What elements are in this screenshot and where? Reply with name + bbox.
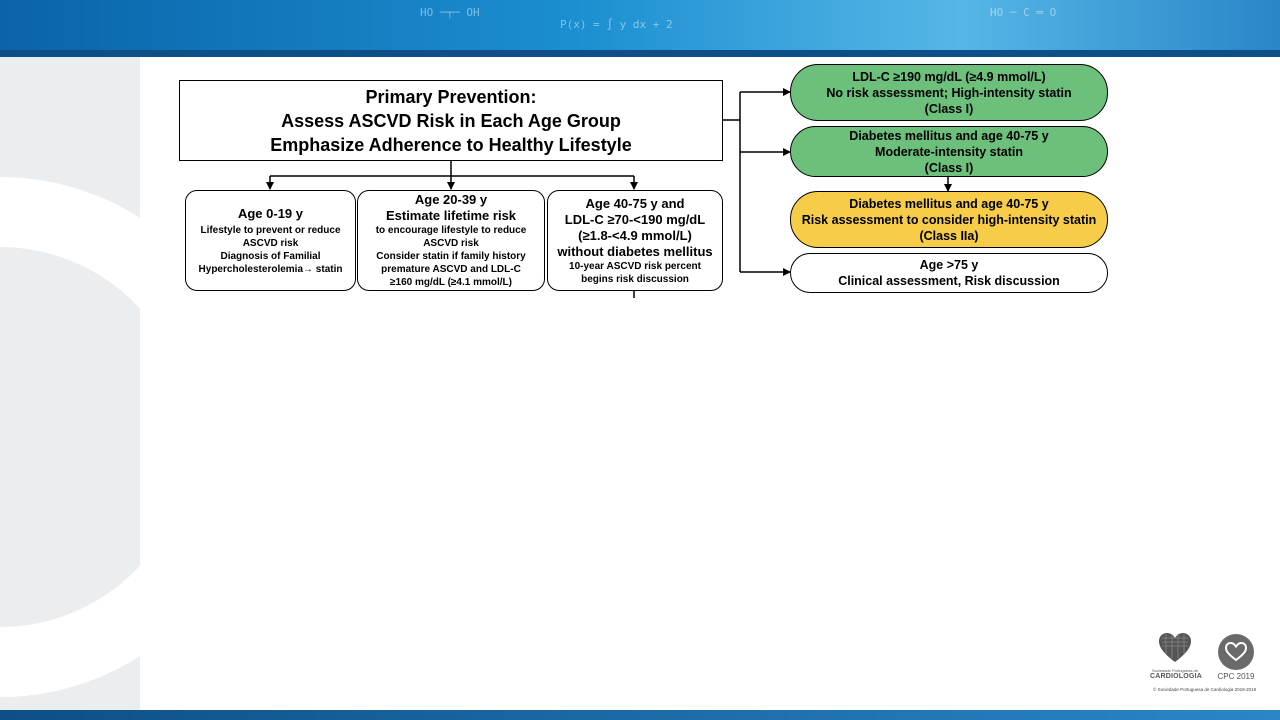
top-banner: HO ─┬─ OH P(x) = ∫ y dx + 2 HO ─ C ═ O	[0, 0, 1280, 50]
box-line: No risk assessment; High-intensity stati…	[826, 85, 1072, 100]
age-40-75-box: Age 40-75 y and LDL-C ≥70-<190 mg/dL (≥1…	[547, 190, 723, 291]
header-line: Emphasize Adherence to Healthy Lifestyle	[270, 134, 632, 155]
age-group-line: Lifestyle to prevent or reduce	[200, 224, 341, 236]
age-group-line: Hypercholesterolemia→ statin	[198, 263, 343, 275]
box-line: Clinical assessment, Risk discussion	[838, 274, 1060, 288]
banner-stripe	[0, 50, 1280, 57]
heart-icon	[1159, 633, 1191, 662]
box-line: Diabetes mellitus and age 40-75 y	[849, 128, 1049, 143]
age-group-line: 10-year ASCVD risk percent	[569, 260, 701, 272]
cpc-logo: CPC 2019	[1216, 634, 1256, 681]
box-line: Risk assessment to consider high-intensi…	[801, 212, 1097, 227]
age-group-line: ASCVD risk	[423, 238, 479, 249]
ldl-190-box: LDL-C ≥190 mg/dL (≥4.9 mmol/L) No risk a…	[790, 64, 1108, 121]
age-group-title: Age 20-39 y	[414, 192, 488, 207]
cpc-label: CPC 2019	[1217, 672, 1255, 681]
age-group-line: to encourage lifestyle to reduce	[375, 225, 527, 236]
header-line: Primary Prevention:	[365, 86, 537, 107]
age-group-line: ≥160 mg/dL (≥4.1 mmol/L)	[390, 277, 512, 288]
age-group-line: Consider statin if family history	[376, 251, 526, 262]
age-group-line: begins risk discussion	[581, 273, 689, 285]
left-decoration	[0, 57, 140, 710]
heart-outline-icon	[1225, 642, 1247, 662]
bottom-banner	[0, 710, 1280, 720]
copyright-text: © Sociedade Portuguesa de Cardiologia 20…	[1153, 687, 1257, 692]
diabetes-moderate-box: Diabetes mellitus and age 40-75 y Modera…	[790, 126, 1108, 177]
banner-formula: HO ─ C ═ O	[990, 6, 1057, 19]
spc-small-text: Sociedade Portuguesa de	[1151, 668, 1199, 673]
footer-logos: Sociedade Portuguesa de CARDIOLOGIA CPC …	[1150, 632, 1260, 696]
diabetes-high-intensity-box: Diabetes mellitus and age 40-75 y Risk a…	[790, 191, 1108, 248]
age-group-title-line: LDL-C ≥70-<190 mg/dL	[564, 211, 706, 227]
spc-logo: Sociedade Portuguesa de CARDIOLOGIA	[1150, 632, 1202, 680]
box-line: Moderate-intensity statin	[875, 144, 1023, 159]
age-group-title: Age 0-19 y	[237, 205, 304, 221]
box-line: LDL-C ≥190 mg/dL (≥4.9 mmol/L)	[852, 69, 1046, 84]
header-line: Assess ASCVD Risk in Each Age Group	[281, 110, 621, 131]
age-group-line: premature ASCVD and LDL-C	[381, 264, 521, 275]
spc-name-text: CARDIOLOGIA	[1150, 673, 1202, 680]
age-group-line: Diagnosis of Familial	[220, 250, 321, 262]
primary-prevention-header: Primary Prevention: Assess ASCVD Risk in…	[179, 80, 723, 161]
banner-formula: HO ─┬─ OH	[420, 6, 480, 19]
age-20-39-box: Age 20-39 y Estimate lifetime risk to en…	[357, 190, 545, 291]
age-group-title-line: (≥1.8-<4.9 mmol/L)	[578, 227, 692, 243]
age-group-line: ASCVD risk	[242, 237, 299, 249]
age-group-subtitle: Estimate lifetime risk	[385, 208, 517, 223]
age-group-title-line: Age 40-75 y and	[585, 195, 685, 211]
age-0-19-box: Age 0-19 y Lifestyle to prevent or reduc…	[185, 190, 356, 291]
age-group-title-line: without diabetes mellitus	[557, 243, 713, 259]
box-line: Diabetes mellitus and age 40-75 y	[849, 196, 1049, 211]
box-line: (Class IIa)	[919, 228, 979, 243]
banner-formula: P(x) = ∫ y dx + 2	[560, 18, 673, 31]
age-over-75-box: Age >75 y Clinical assessment, Risk disc…	[790, 253, 1108, 293]
box-line: Age >75 y	[919, 258, 979, 272]
box-line: (Class I)	[924, 160, 974, 175]
box-line: (Class I)	[924, 101, 974, 116]
cpc-circle	[1218, 634, 1254, 670]
